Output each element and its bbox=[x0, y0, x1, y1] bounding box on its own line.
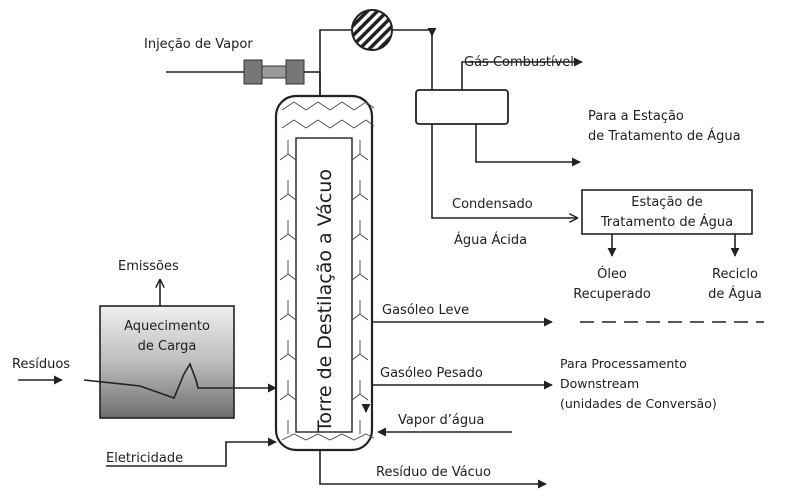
water-treatment-station: Estação de Tratamento de Água bbox=[581, 189, 753, 235]
residues-label: Resíduos bbox=[12, 357, 70, 372]
recovered-oil-label-1: Óleo bbox=[597, 266, 627, 282]
fuel-gas-label: Gás Combustível bbox=[464, 55, 574, 70]
charge-heating-label-1: Aquecimento bbox=[124, 319, 210, 334]
condensate-label: Condensado bbox=[452, 197, 533, 212]
emissions-label: Emissões bbox=[118, 259, 179, 274]
to-water-treatment-label-1: Para a Estação bbox=[588, 109, 684, 124]
recovered-oil-label-2: Recuperado bbox=[573, 287, 651, 302]
overhead-vapor-line bbox=[319, 29, 352, 96]
to-water-treatment-label-2: de Tratamento de Água bbox=[588, 128, 741, 144]
vacuum-tower-label: Torre de Destilação a Vácuo bbox=[314, 169, 336, 433]
water-recycle-label-2: de Água bbox=[708, 286, 762, 302]
charge-heating-label-2: de Carga bbox=[138, 339, 197, 354]
ejector-icon bbox=[243, 59, 305, 85]
downstream-label-2: Downstream bbox=[560, 376, 639, 391]
to-water-treatment-line bbox=[475, 124, 581, 167]
vacuum-residue-label: Resíduo de Vácuo bbox=[376, 465, 491, 480]
downstream-label-1: Para Processamento bbox=[560, 356, 687, 371]
water-vapor-label: Vapor d’água bbox=[398, 413, 484, 428]
vacuum-residue-line bbox=[319, 450, 547, 489]
overhead-valve-icon bbox=[351, 9, 393, 51]
heater-coil-line bbox=[83, 362, 277, 400]
water-treatment-station-label-1: Estação de bbox=[631, 195, 703, 210]
electricity-label: Eletricidade bbox=[106, 451, 183, 466]
light-gasoil-label: Gasóleo Leve bbox=[382, 303, 469, 318]
tower-packing bbox=[279, 101, 375, 441]
heavy-gasoil-label: Gasóleo Pesado bbox=[380, 366, 483, 381]
water-treatment-station-label-2: Tratamento de Água bbox=[600, 214, 733, 230]
downstream-label-3: (unidades de Conversão) bbox=[560, 396, 717, 411]
vacuum-tower: Torre de Destilação a Vácuo bbox=[274, 94, 375, 452]
fuel-gas-line bbox=[461, 57, 583, 90]
water-recycle-label-1: Reciclo bbox=[712, 267, 758, 282]
separator-drum bbox=[415, 89, 509, 125]
steam-injection-label: Injeção de Vapor bbox=[144, 37, 253, 52]
sour-water-label: Água Ácida bbox=[454, 232, 527, 248]
charge-heater: Aquecimento de Carga bbox=[99, 305, 235, 419]
electricity-line bbox=[106, 437, 277, 467]
steam-injection: Injeção de Vapor bbox=[144, 37, 321, 96]
